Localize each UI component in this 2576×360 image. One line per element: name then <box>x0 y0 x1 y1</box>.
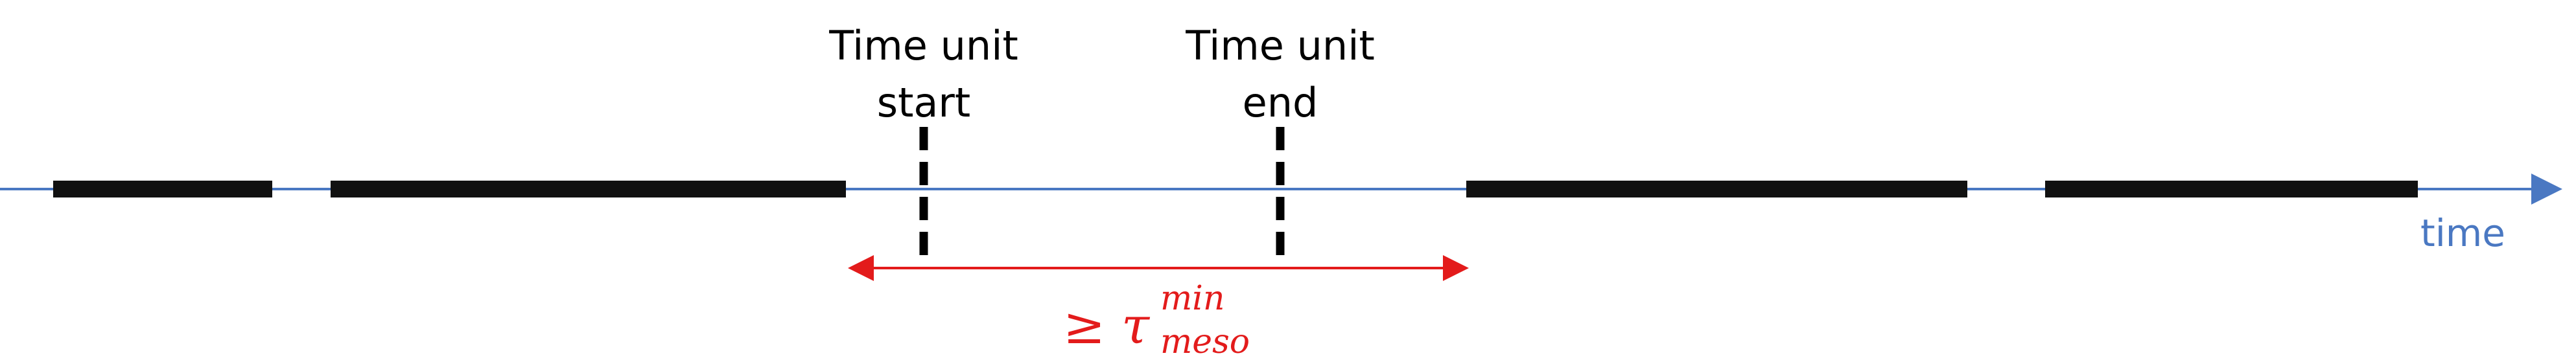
start-label-line2: start <box>877 79 970 126</box>
end-label-line2: end <box>1243 79 1318 126</box>
interval-annotation: ≥ τ min meso <box>1063 279 1250 360</box>
tau-superscript: min <box>1160 279 1224 318</box>
start-label-line1: Time unit <box>828 22 1018 69</box>
tau-subscript: meso <box>1160 322 1250 360</box>
axis-label-time: time <box>2420 211 2505 255</box>
geq-symbol: ≥ <box>1063 297 1105 355</box>
tau-symbol: τ <box>1121 297 1151 355</box>
end-label-line1: Time unit <box>1185 22 1375 69</box>
